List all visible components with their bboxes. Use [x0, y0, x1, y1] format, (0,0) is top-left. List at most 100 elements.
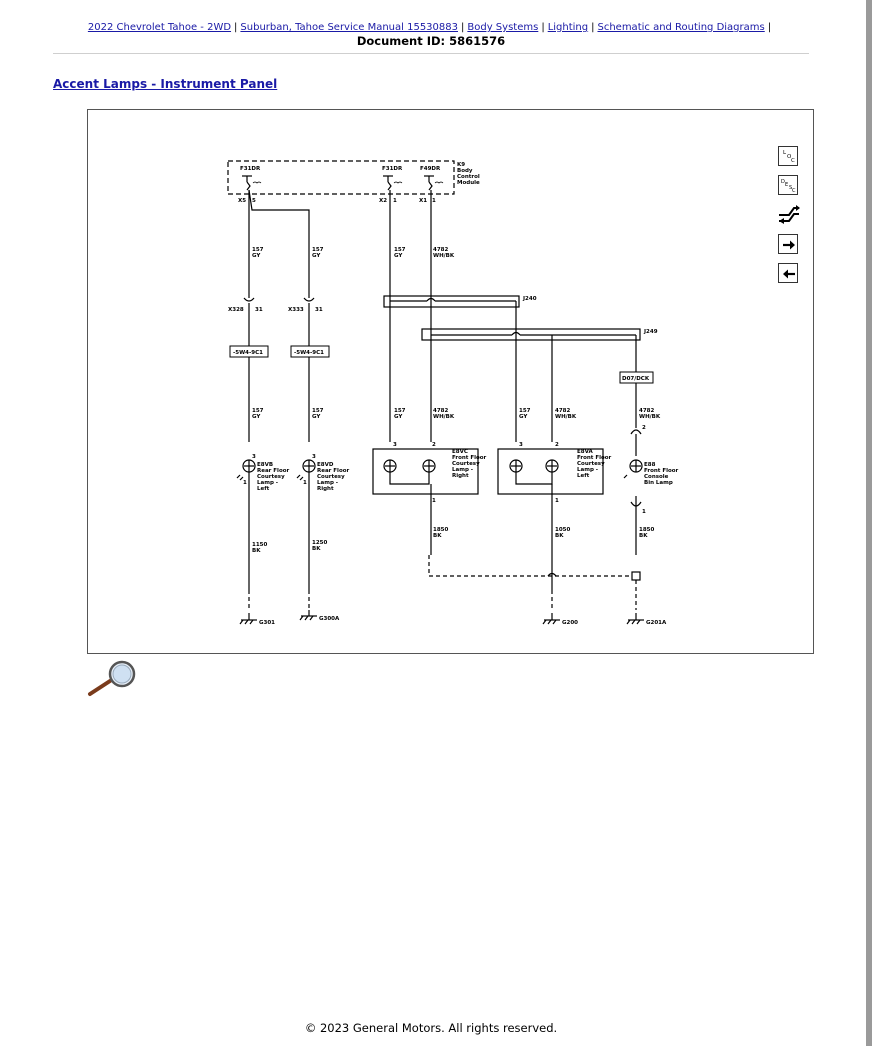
- module-conn-x5: X5: [238, 198, 246, 204]
- desc-icon[interactable]: D E S C: [778, 175, 798, 195]
- lamp-name-line: Front Floor: [644, 468, 679, 474]
- breadcrumb-link-lighting[interactable]: Lighting: [547, 22, 589, 33]
- schematic-diagram: F31DR F31DR F49DR K9 Body Control Module…: [227, 160, 679, 626]
- desc-icon-glyph: D E S C: [781, 179, 796, 194]
- lamp-name-line: Courtesy: [317, 474, 345, 480]
- lamp-ref-e8vb: E8VB: [257, 462, 273, 468]
- magnifier-glyph: [88, 660, 136, 696]
- module-ref: K9: [457, 162, 465, 168]
- wire-label: WH/BK: [433, 414, 455, 420]
- lamp-name-line: Front Floor: [452, 455, 487, 461]
- lamp-e88: [623, 459, 643, 479]
- breadcrumb-link-schematics[interactable]: Schematic and Routing Diagrams: [597, 22, 765, 33]
- loc-icon[interactable]: L O C: [778, 146, 798, 166]
- arrow-left-glyph: [783, 269, 795, 279]
- wire-label: 4782: [555, 408, 570, 414]
- lamp-e8vc-1: [383, 459, 397, 473]
- wire-label: WH/BK: [433, 253, 455, 259]
- lamp-e8va-2: [545, 459, 559, 473]
- wire-label: 1150: [252, 542, 267, 548]
- module-name-line: Module: [457, 180, 480, 186]
- wire-label: GY: [394, 253, 403, 259]
- magnifier-icon[interactable]: [86, 659, 140, 699]
- inline-conn-x333: X333: [288, 307, 304, 313]
- lamp-name-line: Left: [257, 486, 270, 492]
- wire-label: 157: [252, 408, 264, 414]
- ground-g201a: [626, 613, 644, 625]
- lamp-name-line: Lamp -: [317, 480, 338, 486]
- lamp-name-line: Right: [452, 473, 469, 479]
- desc-letter: D: [781, 179, 785, 185]
- lamp-ref-e8vc: E8VC: [452, 449, 468, 455]
- module-name-line: Body: [457, 168, 473, 174]
- wire-label: 4782: [433, 408, 448, 414]
- block-label: D07/DCK: [622, 376, 650, 382]
- wire-label: 157: [312, 247, 324, 253]
- loc-icon-glyph: L O C: [783, 150, 795, 164]
- pin-number: 2: [642, 425, 646, 431]
- schematic-frame: F31DR F31DR F49DR K9 Body Control Module…: [87, 109, 814, 654]
- ground-label: G301: [259, 620, 275, 626]
- pin-number: 3: [252, 454, 256, 460]
- page-title[interactable]: Accent Lamps - Instrument Panel: [53, 77, 278, 91]
- wire-label: 1250: [312, 540, 327, 546]
- module-conn-x1: X1: [419, 198, 427, 204]
- ground-g301: [239, 613, 257, 625]
- lamp-name-line: Lamp -: [577, 467, 598, 473]
- lamp-e8va-1: [509, 459, 523, 473]
- wire-label: GY: [252, 253, 261, 259]
- wire-label: 157: [312, 408, 324, 414]
- lamp-name-line: Courtesy: [257, 474, 285, 480]
- breadcrumb-separator: |: [767, 22, 772, 33]
- ground-g200: [542, 613, 560, 625]
- wire-label: GY: [394, 414, 403, 420]
- desc-letter: C: [792, 188, 796, 194]
- wire-label: 157: [519, 408, 531, 414]
- arrow-left-icon[interactable]: [778, 263, 798, 283]
- header-divider: [53, 53, 809, 54]
- pin-number: 3: [312, 454, 316, 460]
- lamp-name-line: Rear Floor: [317, 468, 350, 474]
- lamp-name-line: Right: [317, 486, 334, 492]
- loc-letter: L: [783, 150, 787, 156]
- lamp-name-line: Courtesy: [452, 461, 480, 467]
- lamp-name-line: Bin Lamp: [644, 480, 673, 486]
- lamp-name-line: Lamp -: [452, 467, 473, 473]
- fuse-label-2: F31DR: [382, 166, 403, 172]
- wire-route-icon[interactable]: [776, 202, 802, 228]
- pin-number: 1: [243, 480, 247, 486]
- fuse-symbol-1: [242, 175, 262, 191]
- lamp-name-line: Front Floor: [577, 455, 612, 461]
- pin-number: 1: [555, 498, 559, 504]
- splice-j240: J240: [522, 296, 537, 302]
- wire-route-glyph: [779, 205, 800, 224]
- wire-label: 4782: [639, 408, 654, 414]
- module-pin: 5: [252, 198, 256, 204]
- module-boundary: [227, 160, 455, 195]
- wire-label: BK: [555, 533, 564, 539]
- pin-number: 1: [303, 480, 307, 486]
- block-label: -5W4-9C1: [233, 350, 263, 356]
- pin-number: 2: [432, 442, 436, 448]
- breadcrumb-separator: |: [541, 22, 545, 33]
- breadcrumb-separator: |: [591, 22, 595, 33]
- lamp-ref-e88: E88: [644, 462, 656, 468]
- wire-label: BK: [433, 533, 442, 539]
- loc-letter: C: [791, 158, 795, 164]
- copyright-footer: © 2023 General Motors. All rights reserv…: [304, 1021, 558, 1035]
- wire-label: WH/BK: [555, 414, 577, 420]
- pin-number: 1: [642, 509, 646, 515]
- breadcrumb-link-vehicle[interactable]: 2022 Chevrolet Tahoe - 2WD: [87, 22, 232, 33]
- module-pin: 1: [432, 198, 436, 204]
- inline-pin: 31: [255, 307, 263, 313]
- arrow-right-icon[interactable]: [778, 234, 798, 254]
- inline-pin: 31: [315, 307, 323, 313]
- block-label: -5W4-9C1: [294, 350, 324, 356]
- fuse-symbol-2: [383, 175, 403, 191]
- wire-label: 1850: [639, 527, 654, 533]
- lamp-ref-e8va: E8VA: [577, 449, 593, 455]
- breadcrumb-link-manual[interactable]: Suburban, Tahoe Service Manual 15530883: [240, 22, 458, 33]
- wire-label: 157: [394, 408, 406, 414]
- breadcrumb-link-body-systems[interactable]: Body Systems: [467, 22, 539, 33]
- wire-label: BK: [252, 548, 261, 554]
